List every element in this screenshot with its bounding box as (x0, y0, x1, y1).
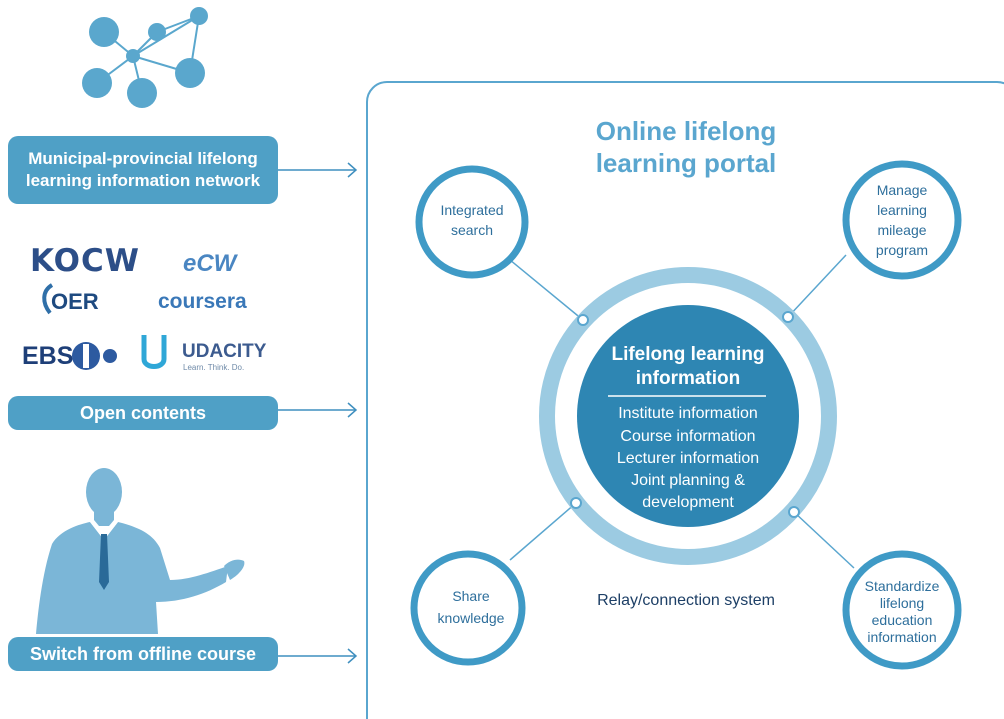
node-search-line2: search (451, 222, 493, 238)
oer-logo-text: OER (51, 289, 99, 314)
network-label-line1: Municipal-provincial lifelong (28, 149, 258, 168)
center-title-line2: information (636, 368, 741, 389)
node-integrated-search (415, 165, 529, 279)
udacity-tagline: Learn. Think. Do. (183, 363, 245, 372)
center-item-3: Lecturer information (617, 450, 759, 467)
network-pill: Municipal-provincial lifelong learning i… (8, 136, 278, 204)
center-item-1: Institute information (618, 405, 758, 422)
ebs-logo-text: EBS (22, 342, 74, 370)
ebs-logo: EBS (22, 342, 117, 371)
offline-course-pill: Switch from offline course (8, 637, 278, 671)
node-mileage-line3: mileage (877, 222, 926, 238)
portal-title-line2: learning portal (596, 148, 777, 178)
network-icon (82, 7, 208, 108)
udacity-logo-text: UDACITY (182, 341, 267, 362)
node-mileage (842, 160, 962, 280)
node-share-knowledge (410, 550, 526, 666)
relay-label: Relay/connection system (597, 592, 775, 609)
node-standardize-line2: lifelong (880, 595, 924, 611)
center-title-line1: Lifelong learning (611, 344, 764, 365)
center-item-5: development (642, 494, 734, 511)
node-standardize-line1: Standardize (865, 578, 940, 594)
udacity-u-icon (141, 335, 167, 369)
ecw-logo: eCW (183, 250, 237, 277)
node-share-line1: Share (452, 588, 490, 604)
center-item-4: Joint planning & (631, 472, 745, 489)
node-mileage-line1: Manage (877, 182, 928, 198)
node-standardize-line4: information (867, 629, 936, 645)
node-standardize (842, 550, 962, 670)
node-share-line2: knowledge (438, 610, 505, 626)
node-mileage-line4: program (876, 242, 928, 258)
node-mileage-line2: learning (877, 202, 927, 218)
portal-title-line1: Online lifelong (596, 116, 777, 146)
open-contents-pill: Open contents (8, 396, 278, 430)
node-search-line1: Integrated (440, 202, 503, 218)
center-item-2: Course information (620, 428, 755, 445)
network-label-line2: learning information network (25, 171, 261, 190)
kocw-logo: KOCW (30, 243, 140, 279)
coursera-logo: coursera (158, 290, 247, 313)
oer-swirl-icon (42, 283, 54, 315)
arrows (278, 162, 358, 664)
offline-course-label: Switch from offline course (29, 643, 257, 664)
businessman-icon (36, 468, 245, 634)
ebs-circles-icon (72, 342, 117, 370)
open-contents-label: Open contents (79, 402, 206, 423)
node-standardize-line3: education (872, 612, 933, 628)
